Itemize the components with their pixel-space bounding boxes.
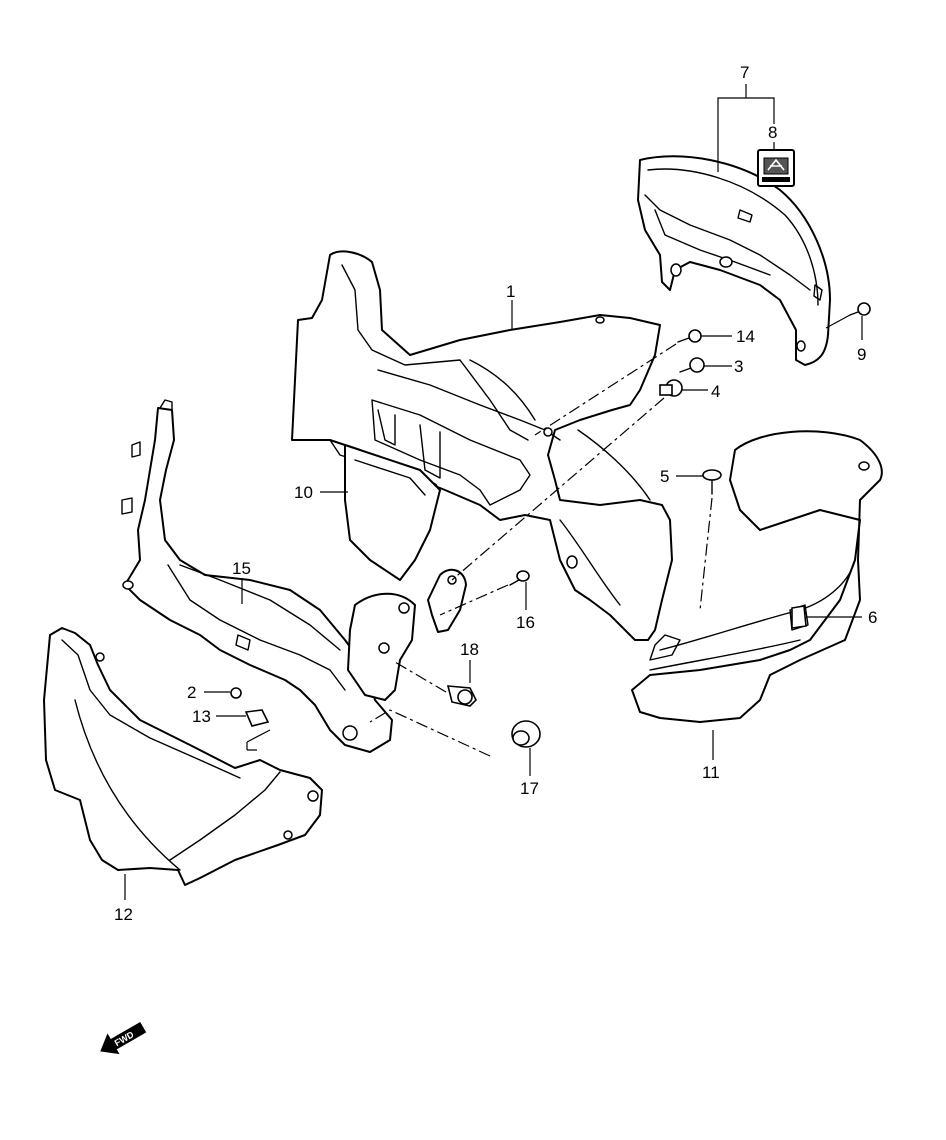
callout-labels: 1 2 3 4 5 6 7 8 9 10 11 12 13 14 15 16 1… <box>114 63 877 924</box>
bolt-18 <box>446 685 477 707</box>
callout-12: 12 <box>114 905 133 924</box>
callout-7: 7 <box>740 63 749 82</box>
side-cover-part <box>631 430 883 723</box>
nut-13 <box>244 709 270 727</box>
callout-2: 2 <box>187 683 196 702</box>
callout-15: 15 <box>232 559 251 578</box>
callout-17: 17 <box>520 779 539 798</box>
grommet-17 <box>511 720 541 748</box>
lower-cover-part <box>43 627 323 886</box>
inner-panel-part <box>344 444 441 581</box>
screw-9 <box>849 302 871 316</box>
bolt-4 <box>659 379 683 397</box>
main-cowling-part <box>291 250 673 641</box>
callout-14: 14 <box>736 327 755 346</box>
screw-16 <box>509 570 530 586</box>
callout-16: 16 <box>516 613 535 632</box>
screw-5 <box>702 469 722 495</box>
clip-nut-6 <box>791 605 807 629</box>
meter-cover-part <box>637 155 831 366</box>
screw-14 <box>677 329 702 343</box>
callout-4: 4 <box>711 382 720 401</box>
callout-5: 5 <box>660 467 669 486</box>
stay-bracket-part <box>121 399 467 753</box>
callout-13: 13 <box>192 707 211 726</box>
callout-1: 1 <box>506 282 515 301</box>
assembly-lines <box>369 343 713 757</box>
callout-9: 9 <box>857 345 866 364</box>
leader-lines <box>124 84 863 900</box>
forward-direction-arrow: FWD <box>100 1021 147 1055</box>
callout-3: 3 <box>734 357 743 376</box>
screw-2 <box>230 687 242 699</box>
callout-10: 10 <box>294 483 313 502</box>
callout-11: 11 <box>702 763 720 782</box>
emblem-part <box>757 149 795 187</box>
callout-8: 8 <box>768 123 777 142</box>
screw-3 <box>679 357 705 373</box>
callout-18: 18 <box>460 640 479 659</box>
callout-6: 6 <box>868 608 877 627</box>
